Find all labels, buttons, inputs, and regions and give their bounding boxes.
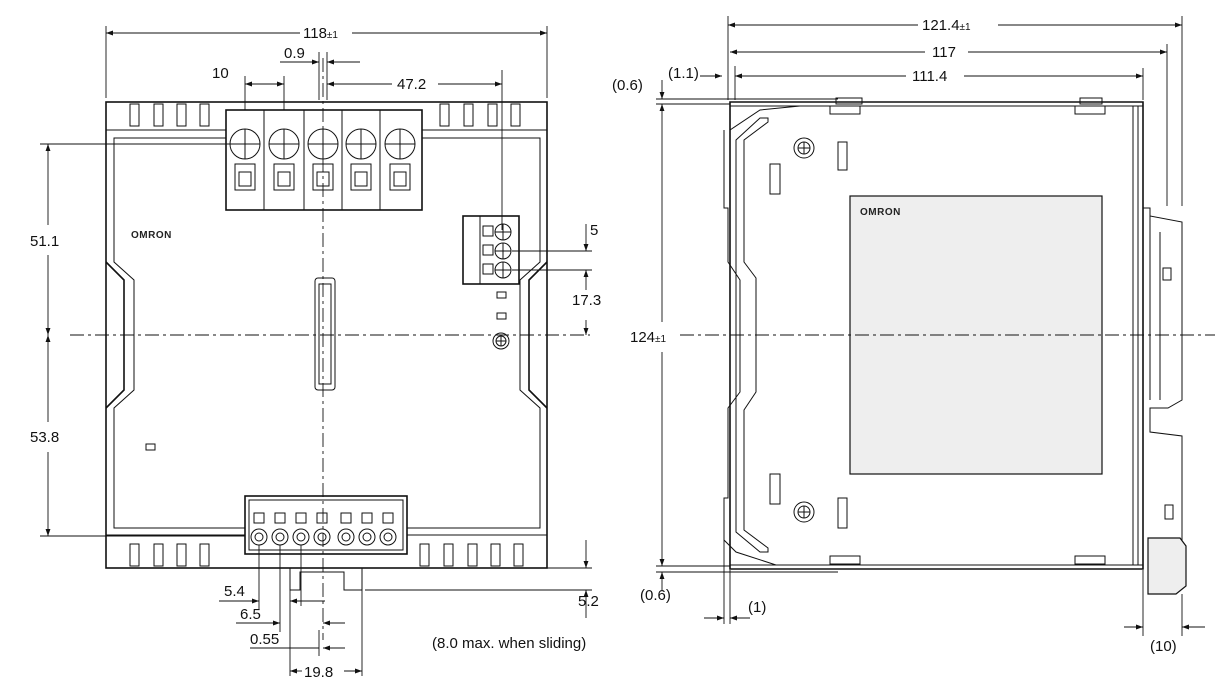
front-view: OMRON <box>70 58 590 640</box>
din-latch <box>1147 537 1187 595</box>
bottom-vents <box>129 543 524 567</box>
top-vents <box>129 103 521 127</box>
brand-logo: OMRON <box>131 230 172 241</box>
dim-offset-top: (1.1) <box>668 65 699 82</box>
dim-gap-top: (0.6) <box>612 77 643 94</box>
dim-thickness: (1) <box>748 599 766 616</box>
dim-height: 124±1 <box>630 329 667 346</box>
dim-overall-depth: 121.4±1 <box>922 17 971 34</box>
bottom-terminal-block <box>244 495 408 555</box>
center-slot <box>314 277 336 391</box>
dim-terminal-pitch: 10 <box>212 65 229 82</box>
screw-icon <box>793 137 815 159</box>
side-view: OMRON <box>680 97 1215 595</box>
dim-overall-width: 118±1 <box>303 25 338 42</box>
din-clip <box>289 568 363 591</box>
front-dimensions: 118±1 0.9 10 47.2 51.1 53.8 5 17.3 <box>30 25 601 681</box>
side-brand-logo: OMRON <box>860 207 901 218</box>
signal-terminal-block <box>462 215 520 285</box>
dim-din-offset: 5.2 <box>578 593 599 610</box>
dim-right-terminal: 47.2 <box>397 76 426 93</box>
dim-bottom-d: 19.8 <box>304 664 333 681</box>
indicator-led-icon <box>496 291 507 299</box>
dim-center-offset: 0.9 <box>284 45 305 62</box>
dim-din-note: (8.0 max. when sliding) <box>432 635 586 652</box>
side-housing <box>729 101 1144 570</box>
top-terminal-block <box>225 109 423 211</box>
dim-depth-c: 111.4 <box>912 68 947 85</box>
dim-bottom-a: 5.4 <box>224 583 245 600</box>
dim-bottom-c: 0.55 <box>250 631 279 648</box>
dim-small-pitch: 5 <box>590 222 598 239</box>
dim-depth-b: 117 <box>932 44 956 61</box>
dim-upper-height: 51.1 <box>30 233 59 250</box>
side-dimensions: 121.4±1 117 111.4 (1.1) (0.6) 124±1 (0.6… <box>612 16 1205 655</box>
adjust-screw-icon <box>492 332 510 350</box>
indicator-led-icon <box>496 312 507 320</box>
dim-gap-bottom: (0.6) <box>640 587 671 604</box>
dim-rail: (10) <box>1150 638 1177 655</box>
screw-icon <box>793 501 815 523</box>
dim-small-block: 17.3 <box>572 292 601 309</box>
indicator-led-icon <box>145 443 156 451</box>
dim-lower-height: 53.8 <box>30 429 59 446</box>
dim-bottom-b: 6.5 <box>240 606 261 623</box>
